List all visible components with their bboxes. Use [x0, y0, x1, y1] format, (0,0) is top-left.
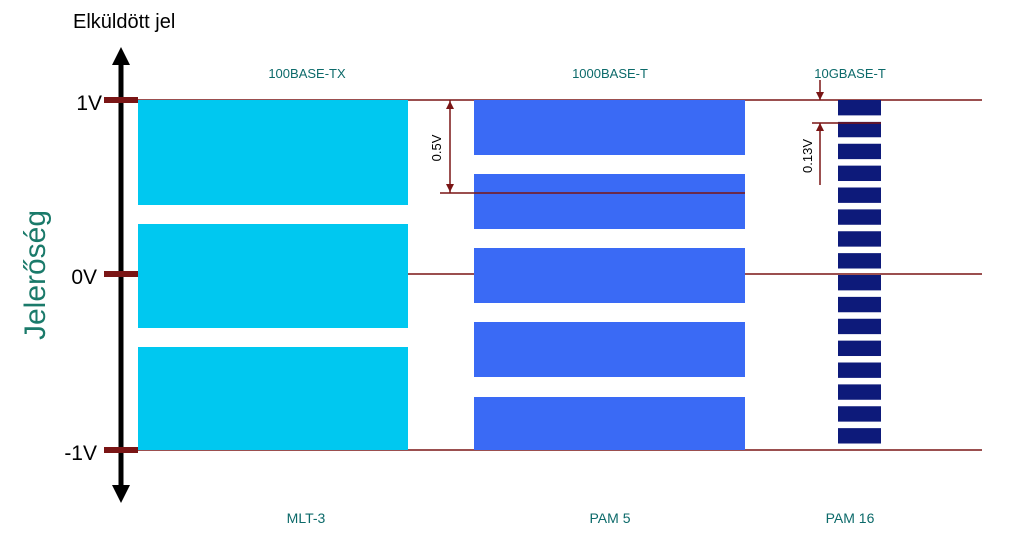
- pam16-bar: [838, 187, 881, 203]
- pam16-bar: [838, 275, 881, 291]
- y-axis-arrow-top: [112, 47, 130, 65]
- pam16-bar: [838, 209, 881, 225]
- tick-0v: [104, 271, 138, 277]
- pam16-bar: [838, 362, 881, 378]
- y-axis-arrow-bottom: [112, 485, 130, 503]
- standard-label-10gbase-t: 10GBASE-T: [814, 66, 886, 81]
- pam16-bars: [838, 100, 881, 444]
- pam16-bar: [838, 143, 881, 160]
- level-label-0v: 0V: [71, 266, 97, 289]
- pam5-bar: [474, 100, 745, 155]
- mlt3-bar: [138, 224, 408, 328]
- encoding-label-pam16: PAM 16: [826, 510, 875, 526]
- pam16-bar: [838, 100, 881, 116]
- tick-1v: [104, 97, 138, 103]
- pam5-bar: [474, 248, 745, 303]
- level-label-minus1v: -1V: [64, 442, 97, 465]
- pam5-bars: [474, 100, 745, 450]
- pam16-step-arrowhead-bottom: [816, 123, 824, 131]
- encoding-label-mlt3: MLT-3: [287, 510, 326, 526]
- level-label-1v: 1V: [76, 92, 102, 115]
- standard-label-1000base-t: 1000BASE-T: [572, 66, 648, 81]
- pam16-step-label: 0.13V: [800, 139, 815, 173]
- pam16-bar: [838, 121, 881, 138]
- mlt3-bar: [138, 100, 408, 205]
- pam5-bar: [474, 397, 745, 450]
- pam16-bar: [838, 231, 881, 247]
- pam5-bar: [474, 174, 745, 229]
- pam16-bar: [838, 165, 881, 182]
- pam16-bar: [838, 428, 881, 444]
- pam16-bar: [838, 318, 881, 335]
- tick-minus1v: [104, 447, 138, 453]
- pam16-bar: [838, 340, 881, 357]
- pam16-bar: [838, 384, 881, 400]
- standard-label-100base-tx: 100BASE-TX: [268, 66, 346, 81]
- mlt3-bar: [138, 347, 408, 450]
- pam5-step-label: 0.5V: [429, 134, 444, 161]
- pam16-bar: [838, 253, 881, 269]
- pam16-bar: [838, 296, 881, 313]
- pam5-step-arrowhead-top: [446, 101, 454, 109]
- top-axis-label: Elküldött jel: [73, 11, 175, 33]
- y-axis-title: Jelerőség: [19, 210, 52, 340]
- pam16-step-arrowhead-top: [816, 92, 824, 100]
- pam5-bar: [474, 322, 745, 377]
- pam16-bar: [838, 406, 881, 422]
- encoding-label-pam5: PAM 5: [590, 510, 631, 526]
- pam5-step-arrowhead-bottom: [446, 184, 454, 192]
- mlt3-bars: [138, 100, 408, 450]
